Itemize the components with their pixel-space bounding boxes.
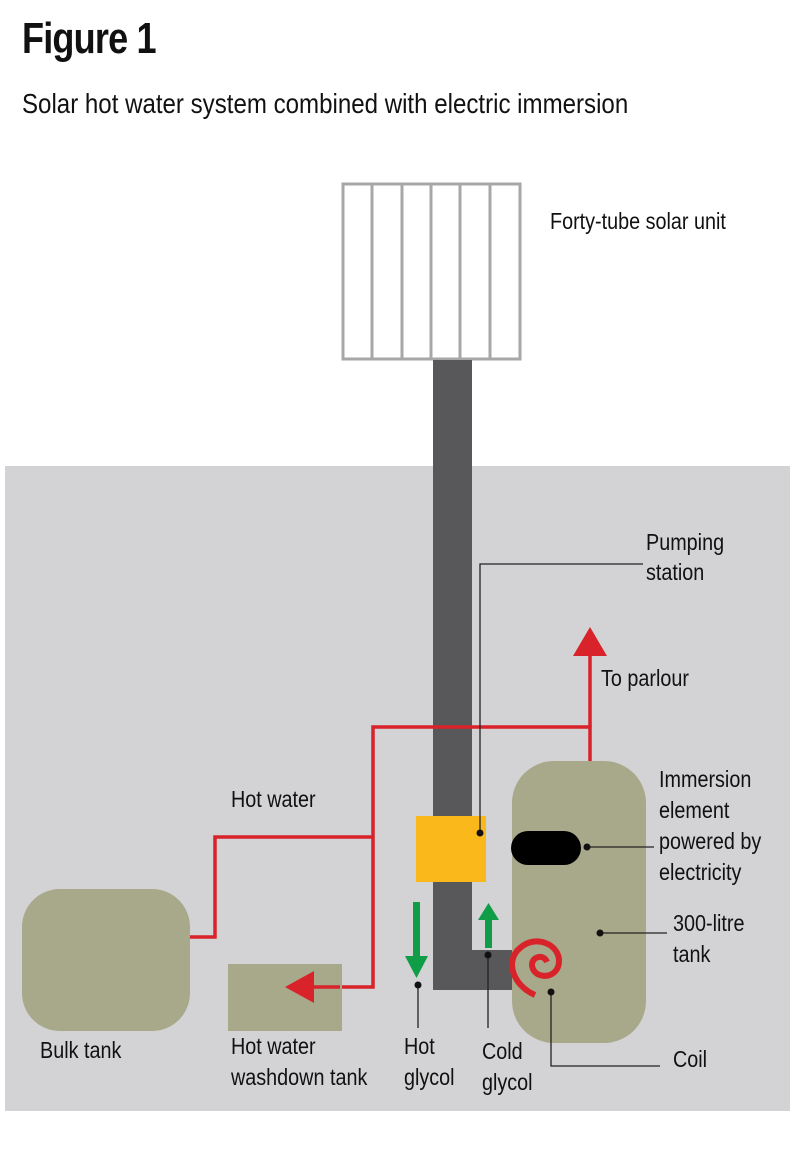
- bulk-tank: [22, 889, 190, 1031]
- label-tank-line1: 300-litre: [673, 910, 745, 936]
- label-tank-line2: tank: [673, 941, 711, 967]
- leader-lines: [417, 563, 667, 1067]
- label-pumping-station-line2: station: [646, 559, 705, 585]
- label-washdown-line2: washdown tank: [231, 1064, 368, 1090]
- label-cold-glycol-line2: glycol: [482, 1069, 533, 1095]
- label-immersion-line1: Immersion: [659, 766, 752, 792]
- immersion-element-icon: [511, 831, 581, 865]
- storage-tank-300l: [512, 761, 646, 1043]
- label-immersion-line2: element: [659, 797, 730, 823]
- label-hot-water: Hot water: [231, 786, 316, 812]
- label-to-parlour: To parlour: [601, 665, 689, 691]
- label-hot-glycol-line2: glycol: [404, 1064, 455, 1090]
- label-bulk-tank: Bulk tank: [40, 1037, 122, 1063]
- label-cold-glycol-line1: Cold: [482, 1038, 523, 1064]
- label-hot-glycol-line1: Hot: [404, 1033, 435, 1059]
- label-coil: Coil: [673, 1046, 708, 1072]
- solar-unit-icon: [341, 182, 522, 361]
- label-immersion-line4: electricity: [659, 859, 742, 885]
- to-parlour-arrow-icon: [573, 627, 607, 656]
- label-washdown-line1: Hot water: [231, 1033, 316, 1059]
- label-pumping-station-line1: Pumping: [646, 529, 725, 555]
- pumping-station-icon: [416, 816, 486, 882]
- coil-icon: [509, 938, 562, 998]
- figure-subtitle: Solar hot water system combined with ele…: [22, 88, 629, 119]
- hot-glycol-arrow-icon: [405, 902, 428, 978]
- washdown-tank: [228, 964, 342, 1031]
- washdown-arrow-icon: [285, 971, 314, 1003]
- cold-glycol-arrow-icon: [478, 903, 499, 948]
- label-solar-unit: Forty-tube solar unit: [550, 208, 726, 234]
- leader-dots: [414, 829, 604, 996]
- label-immersion-line3: powered by: [659, 828, 762, 854]
- figure-title: Figure 1: [22, 14, 157, 63]
